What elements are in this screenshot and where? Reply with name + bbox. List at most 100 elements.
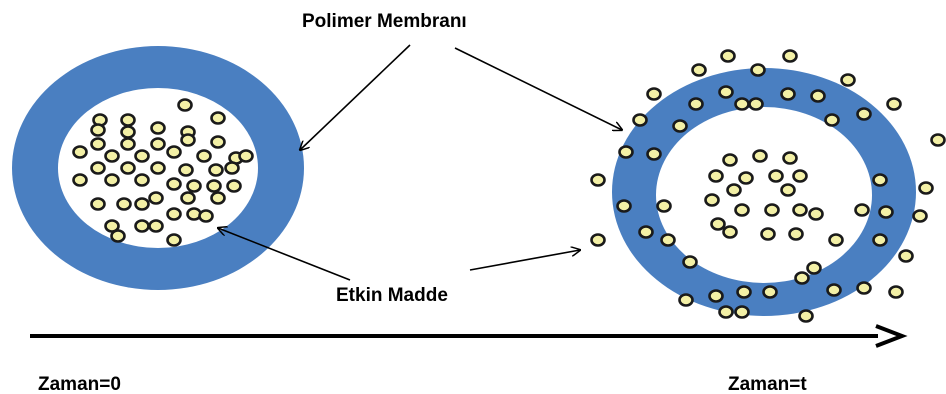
- particle: [856, 281, 872, 295]
- time-axis-arrowhead: [875, 324, 908, 348]
- particle: [856, 107, 872, 121]
- particle: [110, 229, 126, 243]
- particle: [780, 87, 796, 101]
- particle: [646, 147, 662, 161]
- particle: [210, 191, 226, 205]
- particle: [762, 285, 778, 299]
- arrow-substance-left: [218, 228, 351, 281]
- particle: [150, 137, 166, 151]
- particle: [206, 179, 222, 193]
- particle: [678, 293, 694, 307]
- particle: [736, 285, 752, 299]
- particle: [616, 199, 632, 213]
- particle: [646, 87, 662, 101]
- particle: [226, 179, 242, 193]
- particles-inside: [72, 98, 254, 247]
- particle: [872, 173, 888, 187]
- particle: [888, 285, 904, 299]
- particle: [166, 177, 182, 191]
- particle: [704, 193, 720, 207]
- particle: [854, 203, 870, 217]
- particle: [180, 133, 196, 147]
- particle: [726, 183, 742, 197]
- particle: [210, 135, 226, 149]
- particle: [198, 209, 214, 223]
- particle: [134, 173, 150, 187]
- particle: [104, 219, 120, 233]
- capsule-initial: [12, 46, 304, 290]
- particle: [120, 113, 136, 127]
- particle: [794, 271, 810, 285]
- particle: [90, 197, 106, 211]
- particle: [710, 217, 726, 231]
- particle: [72, 173, 88, 187]
- particle: [150, 121, 166, 135]
- particle: [828, 233, 844, 247]
- particle: [166, 145, 182, 159]
- particle: [718, 305, 734, 319]
- particles-released: [590, 49, 946, 323]
- particle: [120, 161, 136, 175]
- particle: [632, 113, 648, 127]
- particle: [166, 207, 182, 221]
- particle: [788, 227, 804, 241]
- capsule-released: [590, 49, 946, 323]
- particle: [708, 169, 724, 183]
- particle: [782, 49, 798, 63]
- particle: [238, 149, 254, 163]
- particle: [120, 137, 136, 151]
- particle: [760, 227, 776, 241]
- particle: [672, 119, 688, 133]
- particle: [718, 85, 734, 99]
- particle: [912, 209, 928, 223]
- particle: [734, 305, 750, 319]
- particle: [590, 173, 606, 187]
- particle: [150, 161, 166, 175]
- label-active-substance: Etkin Madde: [336, 285, 448, 306]
- particle: [768, 169, 784, 183]
- particle: [708, 289, 724, 303]
- particle: [872, 233, 888, 247]
- particle: [752, 149, 768, 163]
- particle: [691, 63, 707, 77]
- particle: [886, 97, 902, 111]
- particle: [166, 233, 182, 247]
- particle: [722, 153, 738, 167]
- particle: [738, 171, 754, 185]
- particle: [196, 149, 212, 163]
- particle: [90, 161, 106, 175]
- particle: [722, 225, 738, 239]
- particle: [688, 97, 704, 111]
- particle: [826, 283, 842, 297]
- particle: [180, 191, 196, 205]
- particle: [134, 219, 150, 233]
- particle: [134, 149, 150, 163]
- particle: [720, 49, 736, 63]
- pointer-arrows: [218, 44, 622, 281]
- particle: [764, 203, 780, 217]
- particle: [618, 145, 634, 159]
- particle: [734, 97, 750, 111]
- particle: [806, 261, 822, 275]
- particle: [590, 233, 606, 247]
- particle: [177, 98, 193, 112]
- membrane-core-released: [656, 107, 872, 283]
- label-polymer-membrane: Polimer Membranı: [302, 11, 467, 32]
- particle: [120, 125, 136, 139]
- particle: [90, 137, 106, 151]
- particle: [930, 133, 946, 147]
- particle: [656, 199, 672, 213]
- label-time-t: Zaman=t: [728, 374, 807, 394]
- particle: [224, 161, 240, 175]
- particle: [780, 183, 796, 197]
- arrow-membrane-right: [454, 47, 622, 130]
- label-time-zero: Zaman=0: [38, 374, 121, 394]
- particle: [750, 63, 766, 77]
- particle: [148, 219, 164, 233]
- particle: [734, 203, 750, 217]
- particle: [878, 205, 894, 219]
- particle: [116, 197, 132, 211]
- particle: [186, 179, 202, 193]
- particle: [660, 233, 676, 247]
